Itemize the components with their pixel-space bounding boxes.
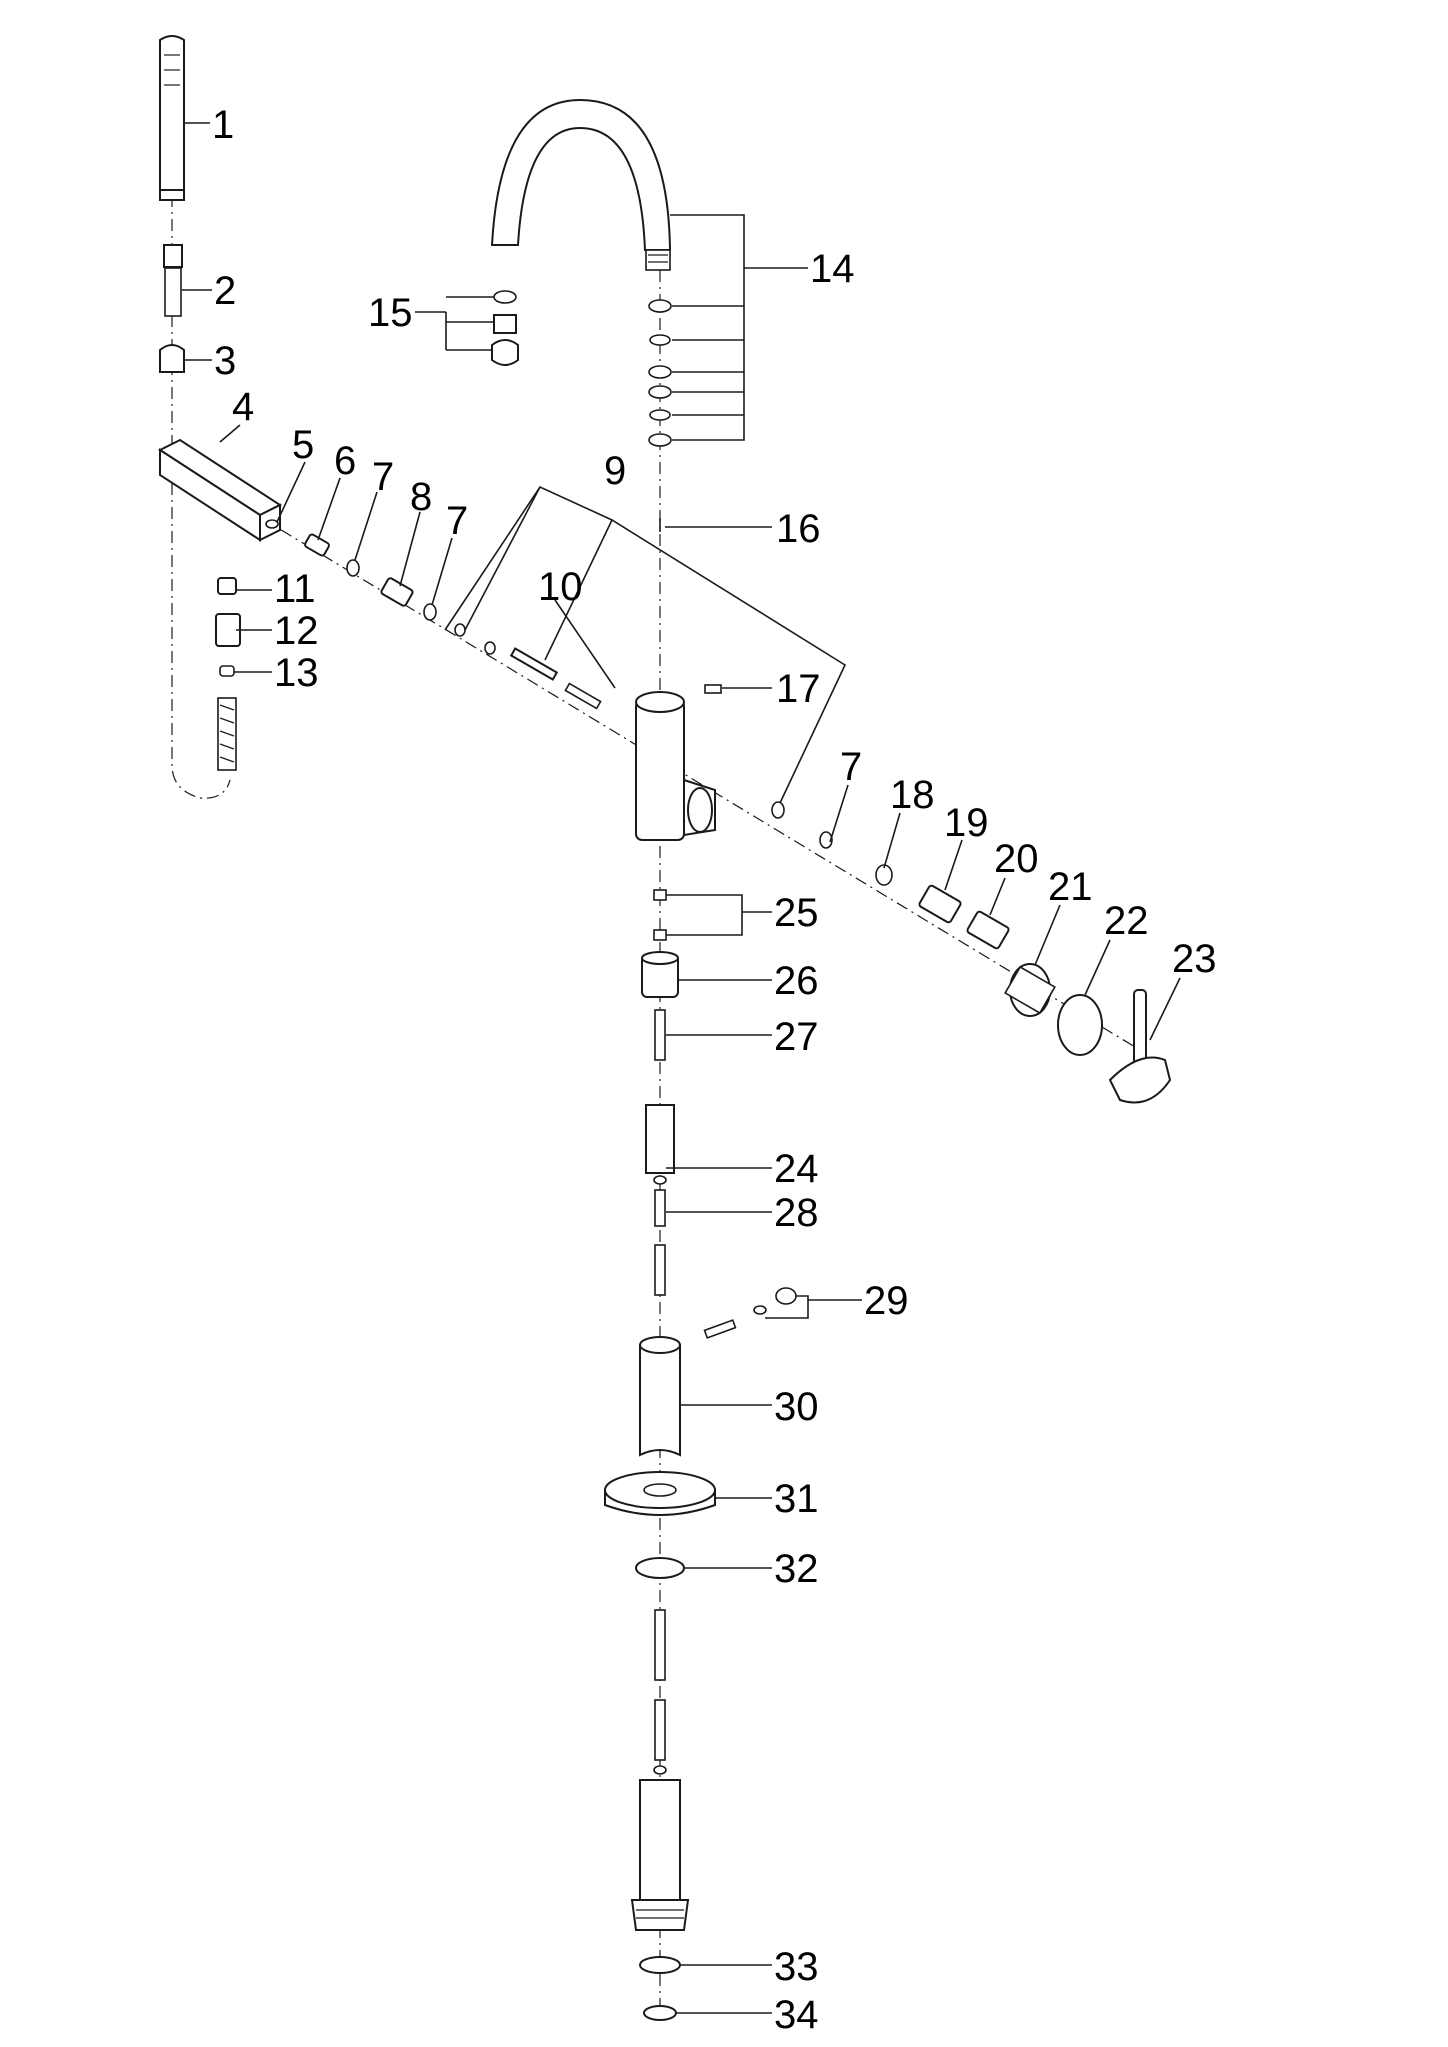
cover-ring-part-22 bbox=[1057, 994, 1103, 1056]
left-cartridge-parts bbox=[265, 519, 602, 710]
clip-part-3 bbox=[159, 344, 185, 373]
callout-9: 9 bbox=[604, 449, 626, 493]
hose-nut-part-2 bbox=[163, 244, 183, 317]
callout-24: 24 bbox=[774, 1147, 819, 1191]
holder-bracket-part-4 bbox=[157, 438, 283, 542]
callout-19: 19 bbox=[944, 801, 989, 845]
threaded-rods bbox=[653, 1609, 667, 1775]
callout-6: 6 bbox=[334, 439, 356, 483]
callout-13: 13 bbox=[274, 651, 319, 695]
base-rosette-part-31 bbox=[604, 1471, 716, 1516]
seal-part-33 bbox=[639, 1956, 681, 1974]
shaft-part-30 bbox=[639, 1336, 681, 1457]
lower-sleeve bbox=[630, 1779, 690, 1931]
callout-1: 1 bbox=[212, 103, 234, 147]
right-cartridge-parts bbox=[771, 801, 1010, 950]
callout-7a: 7 bbox=[372, 455, 394, 499]
callout-18: 18 bbox=[890, 773, 935, 817]
callout-7b: 7 bbox=[446, 499, 468, 543]
callout-26: 26 bbox=[774, 959, 819, 1003]
o-ring-part-32 bbox=[635, 1557, 685, 1579]
callout-4: 4 bbox=[232, 385, 254, 429]
mounting-screws-29 bbox=[703, 1287, 797, 1339]
callout-21: 21 bbox=[1048, 865, 1093, 909]
small-parts-column bbox=[215, 577, 241, 771]
spout-part-14 bbox=[490, 98, 672, 271]
callout-11: 11 bbox=[274, 567, 316, 611]
callout-12: 12 bbox=[274, 609, 319, 653]
callout-17: 17 bbox=[776, 667, 821, 711]
cartridge-part-21 bbox=[1004, 963, 1056, 1017]
callout-8: 8 bbox=[410, 475, 432, 519]
callout-15: 15 bbox=[368, 291, 413, 335]
callout-34: 34 bbox=[774, 1993, 819, 2037]
seal-rings-14 bbox=[648, 299, 672, 447]
callout-2: 2 bbox=[214, 269, 236, 313]
callout-32: 32 bbox=[774, 1547, 819, 1591]
callout-23: 23 bbox=[1172, 937, 1217, 981]
callout-33: 33 bbox=[774, 1945, 819, 1989]
callout-16: 16 bbox=[776, 507, 821, 551]
callout-10: 10 bbox=[538, 565, 583, 609]
leader-lines bbox=[182, 122, 1181, 2014]
hand-shower-part-1 bbox=[159, 35, 185, 201]
lever-handle-part-23 bbox=[1108, 989, 1172, 1104]
callout-20: 20 bbox=[994, 837, 1039, 881]
mixer-body bbox=[635, 691, 716, 841]
callout-5: 5 bbox=[292, 423, 314, 467]
callout-31: 31 bbox=[774, 1477, 819, 1521]
callout-29: 29 bbox=[864, 1279, 909, 1323]
callout-22: 22 bbox=[1104, 899, 1149, 943]
callout-labels: 1 2 3 4 5 6 7 8 7 9 10 11 12 13 14 15 16… bbox=[212, 103, 1217, 2037]
grub-screw-part-17 bbox=[704, 684, 722, 694]
aerator-parts-15 bbox=[491, 290, 519, 366]
callout-28: 28 bbox=[774, 1191, 819, 1235]
callout-30: 30 bbox=[774, 1385, 819, 1429]
callout-14: 14 bbox=[810, 247, 855, 291]
callout-27: 27 bbox=[774, 1015, 819, 1059]
washer-part-34 bbox=[643, 2005, 677, 2021]
callout-25: 25 bbox=[774, 891, 819, 935]
callout-7c: 7 bbox=[840, 745, 862, 789]
callout-3: 3 bbox=[214, 339, 236, 383]
